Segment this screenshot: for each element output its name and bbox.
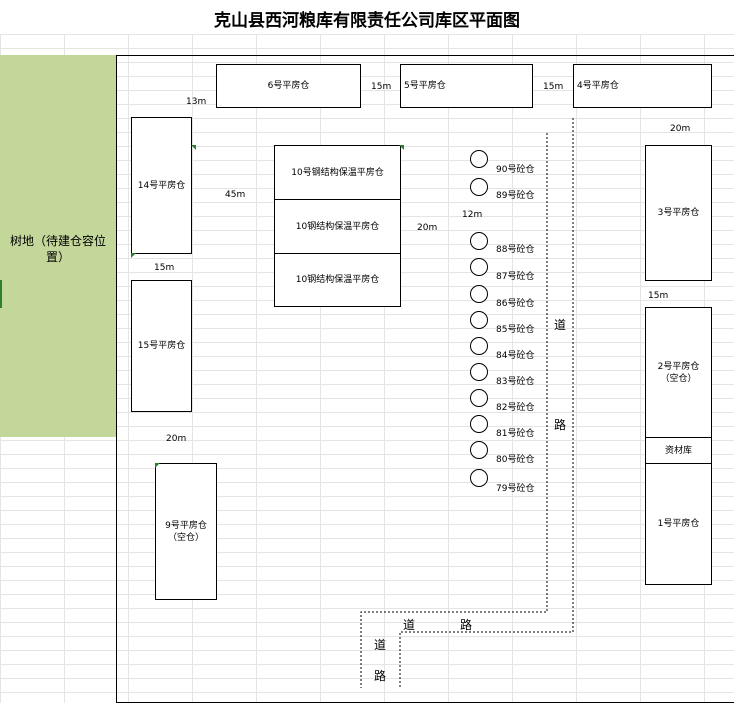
green-marker	[155, 463, 160, 468]
warehouse-5: 5号平房仓	[400, 64, 533, 108]
silo-icon	[470, 469, 488, 487]
warehouse-5-label: 5号平房仓	[404, 81, 446, 91]
warehouse-1-label: 1号平房仓	[657, 519, 700, 529]
green-marker	[191, 145, 196, 150]
silo-icon	[470, 363, 488, 381]
silo-80-label: 80号砼仓	[496, 455, 535, 465]
warehouse-10a: 10号钢结构保温平房仓	[274, 145, 401, 200]
warehouse-1: 1号平房仓	[645, 463, 712, 585]
silo-icon	[470, 258, 488, 276]
material-storage: 资材库	[645, 437, 712, 464]
road-label-bottom-1: 道	[374, 638, 387, 652]
warehouse-14: 14号平房仓	[131, 117, 192, 254]
silo-86-label: 86号砼仓	[496, 299, 535, 309]
warehouse-3-label: 3号平房仓	[657, 208, 700, 218]
silo-icon	[470, 415, 488, 433]
silo-89-label: 89号砼仓	[496, 191, 535, 201]
silo-icon	[470, 337, 488, 355]
distance-45m: 45m	[225, 190, 246, 200]
green-marker	[131, 253, 136, 258]
road-label-horizontal-1: 道	[403, 618, 416, 632]
silo-icon	[470, 311, 488, 329]
warehouse-9-label: 9号平房仓	[165, 520, 207, 531]
distance-13m: 13m	[186, 97, 207, 107]
top-frame-line	[116, 55, 734, 56]
warehouse-4-label: 4号平房仓	[577, 81, 619, 91]
warehouse-2: 2号平房仓 （空仓）	[645, 307, 712, 438]
warehouse-10c-label: 10钢结构保温平房仓	[295, 275, 380, 285]
silo-icon	[470, 150, 488, 168]
road-label-vertical-1: 道	[554, 318, 567, 332]
silo-85-label: 85号砼仓	[496, 325, 535, 335]
warehouse-2-status: （空仓）	[660, 373, 697, 384]
distance-15m-right: 15m	[648, 291, 669, 301]
warehouse-15: 15号平房仓	[131, 280, 192, 412]
distance-20m-right: 20m	[670, 124, 691, 134]
silo-column: 90号砼仓 89号砼仓 88号砼仓 87号砼仓 86号砼仓 85号砼仓 84号砼…	[470, 150, 550, 495]
warehouse-10c: 10钢结构保温平房仓	[274, 253, 401, 307]
distance-20m-mid: 20m	[417, 223, 438, 233]
warehouse-10a-label: 10号钢结构保温平房仓	[291, 167, 384, 178]
silo-icon	[470, 389, 488, 407]
silo-84-label: 84号砼仓	[496, 351, 535, 361]
warehouse-15-label: 15号平房仓	[137, 341, 186, 351]
warehouse-9-status: （空仓）	[167, 532, 204, 543]
silo-81-label: 81号砼仓	[496, 429, 535, 439]
distance-15m-a: 15m	[371, 82, 392, 92]
road-label-bottom-2: 路	[374, 669, 387, 683]
silo-83-label: 83号砼仓	[496, 377, 535, 387]
distance-15m-left: 15m	[154, 263, 175, 273]
silo-icon	[470, 441, 488, 459]
silo-88-label: 88号砼仓	[496, 245, 535, 255]
silo-icon	[470, 285, 488, 303]
warehouse-4: 4号平房仓	[573, 64, 712, 108]
page-title: 克山县西河粮库有限责任公司库区平面图	[214, 11, 520, 31]
warehouse-6-label: 6号平房仓	[267, 81, 310, 91]
material-storage-label: 资材库	[664, 445, 692, 456]
silo-87-label: 87号砼仓	[496, 272, 535, 282]
warehouse-3: 3号平房仓	[645, 145, 712, 281]
green-marker	[399, 145, 404, 150]
distance-20m-left: 20m	[166, 434, 187, 444]
silo-90-label: 90号砼仓	[496, 165, 535, 175]
silo-82-label: 82号砼仓	[496, 403, 535, 413]
warehouse-2-label: 2号平房仓	[657, 361, 700, 372]
road-label-horizontal-2: 路	[460, 618, 473, 632]
distance-15m-b: 15m	[543, 82, 564, 92]
green-area-label: 树地（待建仓容位置）	[9, 234, 106, 264]
green-edge-mark	[0, 280, 2, 308]
distance-12m: 12m	[462, 210, 483, 220]
warehouse-14-label: 14号平房仓	[137, 180, 186, 191]
warehouse-10b: 10钢结构保温平房仓	[274, 199, 401, 254]
green-area: 树地（待建仓容位置）	[0, 55, 116, 437]
warehouse-6: 6号平房仓	[216, 64, 361, 108]
road-label-vertical-2: 路	[554, 418, 567, 432]
silo-icon	[470, 232, 488, 250]
silo-icon	[470, 178, 488, 196]
silo-79-label: 79号砼仓	[496, 484, 535, 494]
warehouse-9: 9号平房仓 （空仓）	[155, 463, 217, 600]
warehouse-10b-label: 10钢结构保温平房仓	[295, 221, 380, 232]
